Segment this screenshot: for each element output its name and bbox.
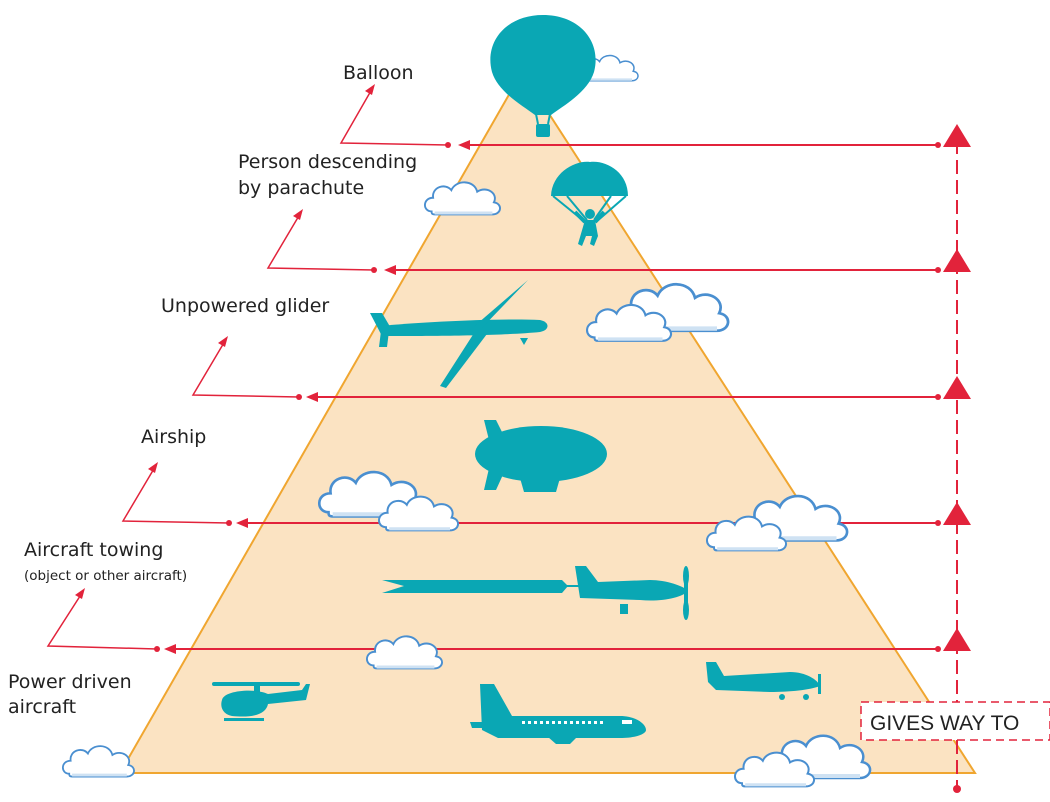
- balloon-icon: [490, 15, 596, 137]
- helicopter-icon: [212, 682, 310, 721]
- line-arrowheads: [164, 140, 470, 654]
- label-glider: Unpowered glider: [161, 295, 329, 317]
- leader-lines: [46, 88, 449, 650]
- pyramid: [118, 70, 977, 774]
- label-towing: Aircraft towing: [24, 539, 163, 561]
- label-power-driven-line2: aircraft: [8, 696, 76, 718]
- parachute-icon: [551, 161, 628, 246]
- line-end-dots: [154, 142, 941, 652]
- gives-way-origin-dot: [953, 785, 961, 793]
- airliner-icon: [470, 684, 646, 744]
- gives-way-legend: GIVES WAY TO: [860, 701, 1050, 741]
- label-parachute-line1: Person descending: [238, 151, 417, 173]
- label-airship: Airship: [141, 426, 206, 448]
- label-towing-sub: (object or other aircraft): [24, 568, 187, 584]
- level-labels: Balloon Person descending by parachute U…: [8, 62, 417, 718]
- upward-triangles: [943, 124, 971, 651]
- leader-arrowheads: [75, 84, 375, 599]
- priority-lines: [168, 144, 940, 650]
- towing-aircraft-icon: [382, 566, 689, 620]
- legend-text: GIVES WAY TO: [870, 712, 1019, 735]
- airship-icon: [475, 420, 607, 492]
- glider-icon: [370, 280, 548, 388]
- label-power-driven-line1: Power driven: [8, 671, 132, 693]
- light-aircraft-icon: [706, 662, 821, 700]
- label-balloon: Balloon: [343, 62, 414, 84]
- label-parachute-line2: by parachute: [238, 177, 364, 199]
